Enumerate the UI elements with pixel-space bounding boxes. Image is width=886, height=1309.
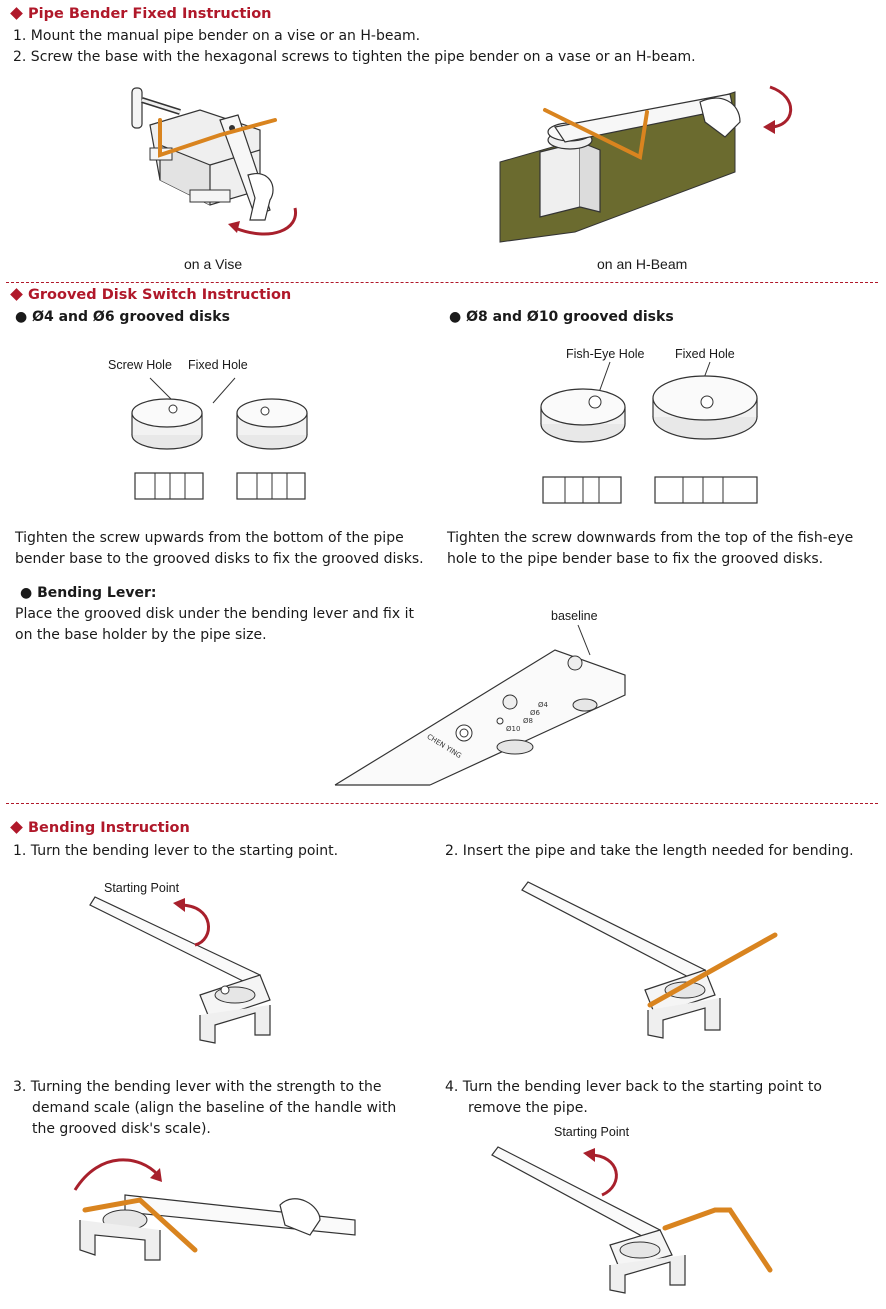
label-fish-eye-hole: Fish-Eye Hole [566, 347, 645, 361]
disks-4-6-text-2: bender base to the grooved disks to fix … [15, 551, 424, 567]
bending-lever-text-2: on the base holder by the pipe size. [15, 627, 267, 643]
bending-step-1-illustration [89, 896, 271, 1044]
bending-step-1: 1. Turn the bending lever to the startin… [13, 843, 339, 859]
diamond-bullet-icon [10, 821, 23, 834]
bending-step-3-line-1: 3. Turning the bending lever with the st… [13, 1079, 382, 1095]
label-fixed-hole-right: Fixed Hole [675, 347, 735, 361]
caption-on-hbeam: on an H-Beam [597, 256, 688, 272]
bending-step-3-line-3: the grooved disk's scale). [32, 1121, 211, 1137]
lever-mark-6: Ø6 [530, 709, 541, 717]
bending-lever-title: ● Bending Lever: [20, 585, 157, 601]
section-bending-heading: Bending Instruction [9, 820, 190, 836]
lever-mark-4: Ø4 [538, 701, 549, 709]
fixed-step-2: 2. Screw the base with the hexagonal scr… [13, 49, 696, 65]
section-divider [6, 803, 878, 804]
bending-step-4-line-2: remove the pipe. [468, 1100, 588, 1116]
large-grooved-disks-illustration [540, 361, 758, 504]
disks-4-6-text-1: Tighten the screw upwards from the botto… [15, 530, 404, 546]
caption-on-vise: on a Vise [184, 256, 243, 272]
small-grooved-disks-illustration [131, 377, 308, 500]
bending-lever-text-1: Place the grooved disk under the bending… [15, 606, 414, 622]
diamond-bullet-icon [10, 288, 23, 301]
lever-mark-8: Ø8 [523, 717, 533, 725]
bending-step-4-illustration [491, 1146, 773, 1294]
label-starting-point-1: Starting Point [104, 881, 180, 895]
section-grooved-disk-heading: Grooved Disk Switch Instruction [9, 287, 291, 303]
disks-8-10-text-2: hole to the pipe bender base to fix the … [447, 551, 824, 567]
label-screw-hole: Screw Hole [108, 358, 172, 372]
diamond-bullet-icon [10, 7, 23, 20]
bending-step-2: 2. Insert the pipe and take the length n… [445, 843, 854, 859]
disks-4-6-title: ● Ø4 and Ø6 grooved disks [15, 309, 230, 325]
vise-mount-illustration [131, 87, 297, 236]
section-divider [6, 282, 878, 283]
bending-step-4-line-1: 4. Turn the bending lever back to the st… [445, 1079, 822, 1095]
section-pipe-bender-fixed-heading: Pipe Bender Fixed Instruction [9, 6, 272, 22]
hbeam-mount-illustration [499, 85, 793, 243]
bending-step-3-line-2: demand scale (align the baseline of the … [32, 1100, 397, 1116]
bending-step-3-illustration [73, 1158, 356, 1261]
label-baseline: baseline [551, 609, 598, 623]
bending-step-2-illustration [521, 881, 778, 1039]
disks-8-10-text-1: Tighten the screw downwards from the top… [447, 530, 854, 546]
disks-8-10-title: ● Ø8 and Ø10 grooved disks [449, 309, 674, 325]
lever-mark-10: Ø10 [506, 725, 520, 733]
label-fixed-hole-left: Fixed Hole [188, 358, 248, 372]
fixed-step-1: 1. Mount the manual pipe bender on a vis… [13, 28, 421, 44]
bending-lever-illustration: CHEN YING Ø4 Ø6 Ø8 Ø10 [334, 624, 626, 786]
label-starting-point-4: Starting Point [554, 1125, 630, 1139]
